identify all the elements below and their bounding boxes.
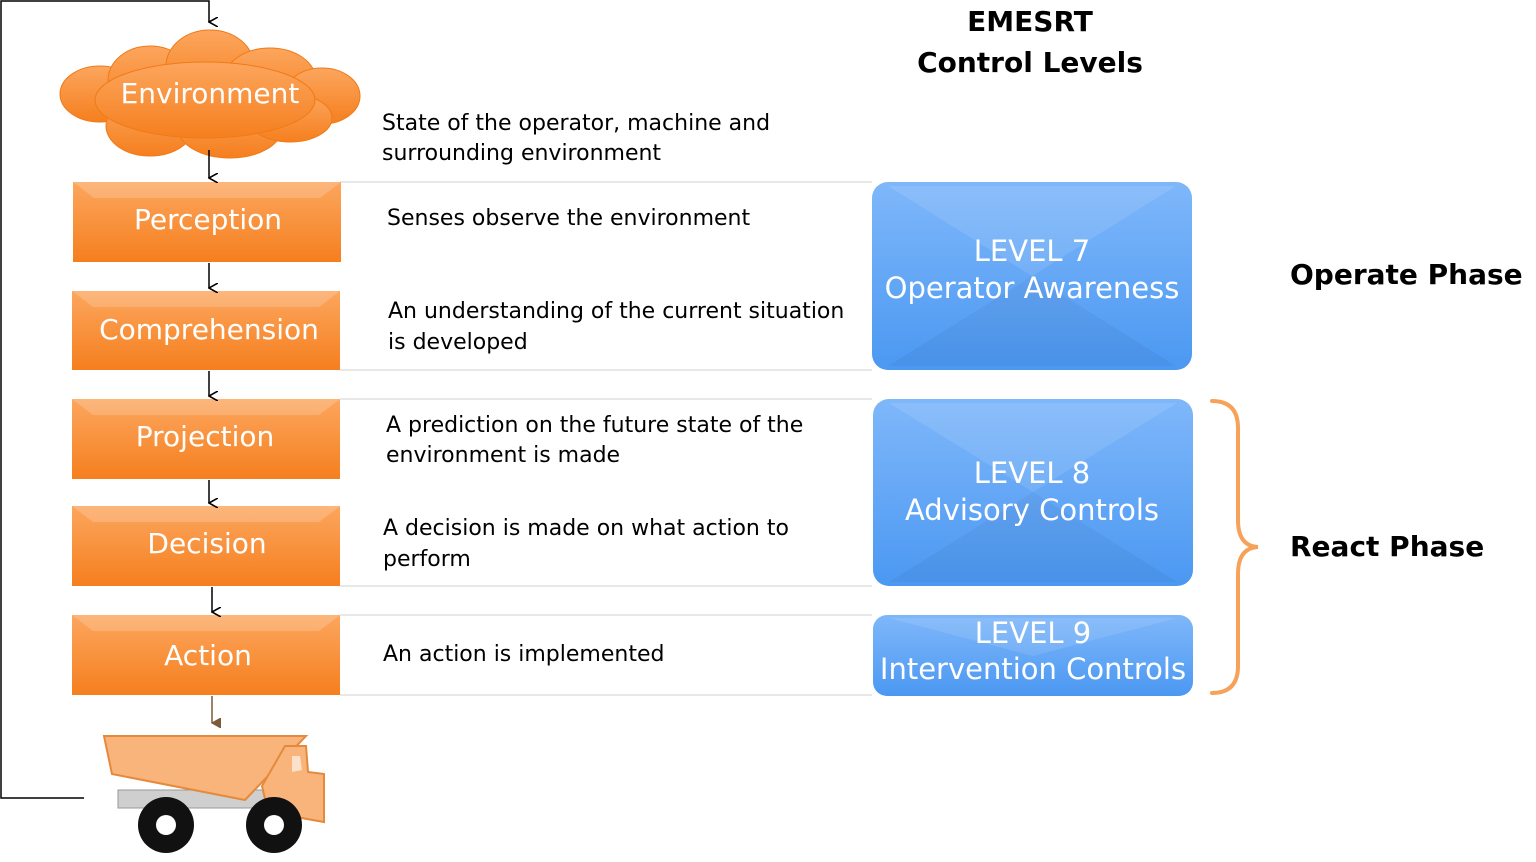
stage-description-perception-line-1: Senses observe the environment <box>387 206 750 231</box>
stage-label-action: Action <box>164 639 252 672</box>
level-box-9 <box>873 615 1193 696</box>
stage-box-action <box>72 615 340 695</box>
level-7-subtitle: Operator Awareness <box>885 271 1180 305</box>
title-line-1: EMESRT <box>967 5 1093 38</box>
operate-phase-label: Operate Phase <box>1290 258 1523 291</box>
environment-description-line-2: surrounding environment <box>382 141 661 166</box>
level-8-title: LEVEL 8 <box>974 456 1090 490</box>
environment-label: Environment <box>121 77 300 110</box>
stage-box-perception <box>73 182 341 262</box>
stage-label-comprehension: Comprehension <box>99 313 319 346</box>
stage-description-projection-line-2: environment is made <box>386 443 620 468</box>
level-box-7 <box>872 182 1192 370</box>
stage-label-projection: Projection <box>136 420 274 453</box>
title-line-2: Control Levels <box>917 46 1143 79</box>
react-phase-label: React Phase <box>1290 530 1484 563</box>
stage-label-perception: Perception <box>134 203 282 236</box>
level-8-subtitle: Advisory Controls <box>905 493 1159 527</box>
react-phase-brace <box>1210 399 1259 695</box>
stage-box-projection <box>72 399 340 479</box>
cloud-icon <box>59 29 361 159</box>
stage-description-comprehension-line-2: is developed <box>388 330 528 355</box>
level-9-title: LEVEL 9 <box>975 616 1091 650</box>
level-box-8 <box>873 399 1193 586</box>
stage-box-comprehension <box>72 291 340 370</box>
stage-description-decision-line-1: A decision is made on what action to <box>383 516 789 541</box>
feedback-loop-line <box>0 0 209 799</box>
stage-description-projection-line-1: A prediction on the future state of the <box>386 413 803 438</box>
environment-description-line-1: State of the operator, machine and <box>382 111 770 136</box>
stage-description-comprehension-line-1: An understanding of the current situatio… <box>388 299 844 324</box>
stage-description-action-line-1: An action is implemented <box>383 642 664 667</box>
level-9-subtitle: Intervention Controls <box>880 652 1186 686</box>
stage-box-decision <box>72 506 340 586</box>
level-7-title: LEVEL 7 <box>974 234 1090 268</box>
stage-description-decision-line-2: perform <box>383 547 471 572</box>
stage-label-decision: Decision <box>147 527 266 560</box>
haul-truck-icon <box>102 735 325 853</box>
